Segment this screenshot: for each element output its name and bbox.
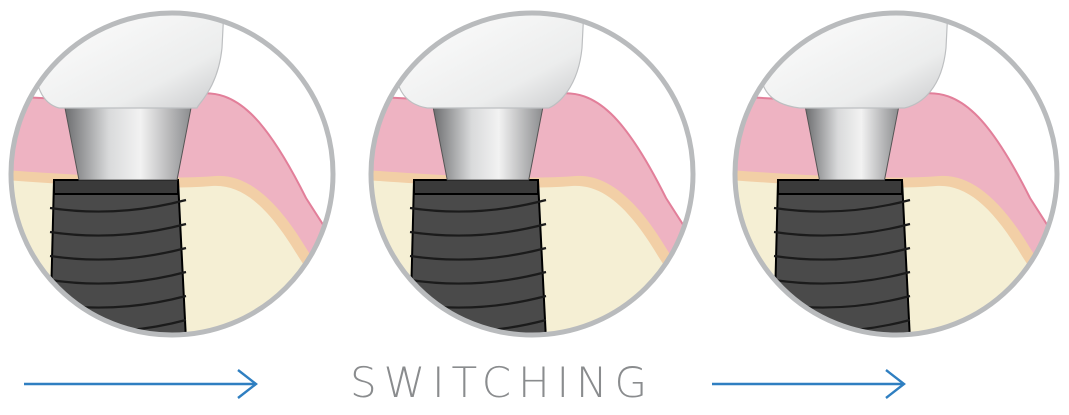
caption-label: SWITCHING <box>322 358 682 407</box>
switching-caption: SWITCHING <box>0 352 1069 412</box>
arrow-right-icon <box>712 366 908 402</box>
implant-panel-medium <box>366 8 698 340</box>
implant-panel-wide <box>6 8 338 340</box>
implant-panel-narrow <box>730 8 1062 340</box>
arrow-right-icon <box>24 366 260 402</box>
